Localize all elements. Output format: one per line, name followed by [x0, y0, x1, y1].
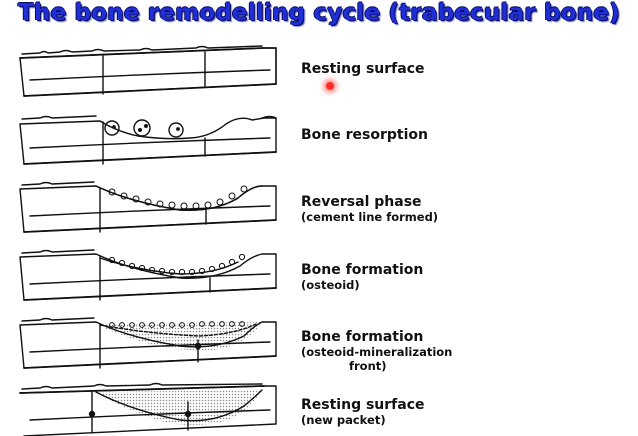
- stage-sublabel-6: (new packet): [301, 413, 386, 427]
- panel-resting-surface: [19, 45, 277, 97]
- stage-sublabel-3: (cement line formed): [301, 210, 439, 224]
- page-title: The bone remodelling cycle (trabecular b…: [18, 0, 620, 26]
- panel-bone-resorption: [19, 115, 277, 165]
- panel-resting-surface-new-packet: [19, 382, 277, 436]
- stage-label-3: Reversal phase (cement line formed): [301, 194, 439, 225]
- stage-label-4: Bone formation (osteoid): [301, 262, 424, 293]
- stage-sublabel-5b: front): [349, 359, 387, 373]
- stage-label-5: Bone formation (osteoid-mineralization f…: [301, 329, 453, 374]
- stage-label-2: Bone resorption: [301, 127, 428, 143]
- stage-sublabel-5: (osteoid-mineralization: [301, 345, 453, 359]
- panel-bone-formation-mineralization: [19, 317, 277, 369]
- stage-sublabel-4: (osteoid): [301, 278, 360, 292]
- stage-label-6: Resting surface (new packet): [301, 397, 425, 428]
- stage-label-1: Resting surface: [301, 61, 425, 77]
- panel-reversal-phase: [19, 181, 277, 233]
- laser-pointer-dot: [326, 82, 334, 90]
- panel-bone-formation-osteoid: [19, 249, 277, 301]
